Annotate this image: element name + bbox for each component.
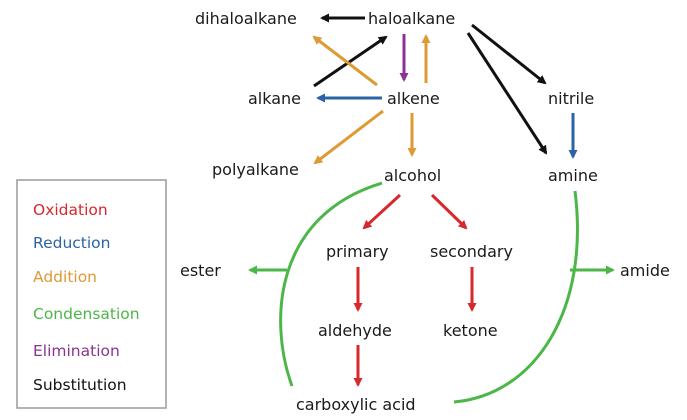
legend-substitution: Substitution [33,376,127,394]
arrow-alcohol-to-primary [362,193,402,230]
node-alkane: alkane [248,89,301,108]
arrow-alkene-to-dihaloalkane [312,35,378,87]
node-aldehyde: aldehyde [318,321,392,340]
legend-condensation: Condensation [33,305,140,323]
legend-addition: Addition [33,268,97,286]
curve-amine-to-acid [453,190,579,404]
curve-alcohol-to-acid [279,181,383,387]
arrow-alkane-to-haloalkane [313,35,388,88]
node-ketone: ketone [443,321,498,340]
node-alkene: alkene [387,89,440,108]
node-dihaloalkane: dihaloalkane [195,9,297,28]
arrow-alcohol-to-secondary [430,193,468,230]
arrow-haloalkane-to-nitrile [471,23,547,85]
node-primary: primary [326,242,389,261]
node-alcohol: alcohol [384,166,441,185]
condensation-curves [279,181,579,404]
legend-elimination: Elimination [33,342,120,360]
node-nitrile: nitrile [548,89,594,108]
node-amine: amine [548,166,598,185]
node-haloalkane: haloalkane [368,9,455,28]
node-carboxylic-acid: carboxylic acid [296,395,416,414]
node-amide: amide [620,261,670,280]
legend-reduction: Reduction [33,234,111,252]
legend-box [16,179,167,409]
legend-oxidation: Oxidation [33,201,108,219]
legend: Oxidation Reduction Addition Condensatio… [16,179,167,409]
arrow-alkene-to-polyalkane [313,109,384,165]
node-polyalkane: polyalkane [212,160,299,179]
node-ester: ester [180,261,221,280]
node-secondary: secondary [430,242,513,261]
arrow-haloalkane-to-amine [466,32,548,155]
